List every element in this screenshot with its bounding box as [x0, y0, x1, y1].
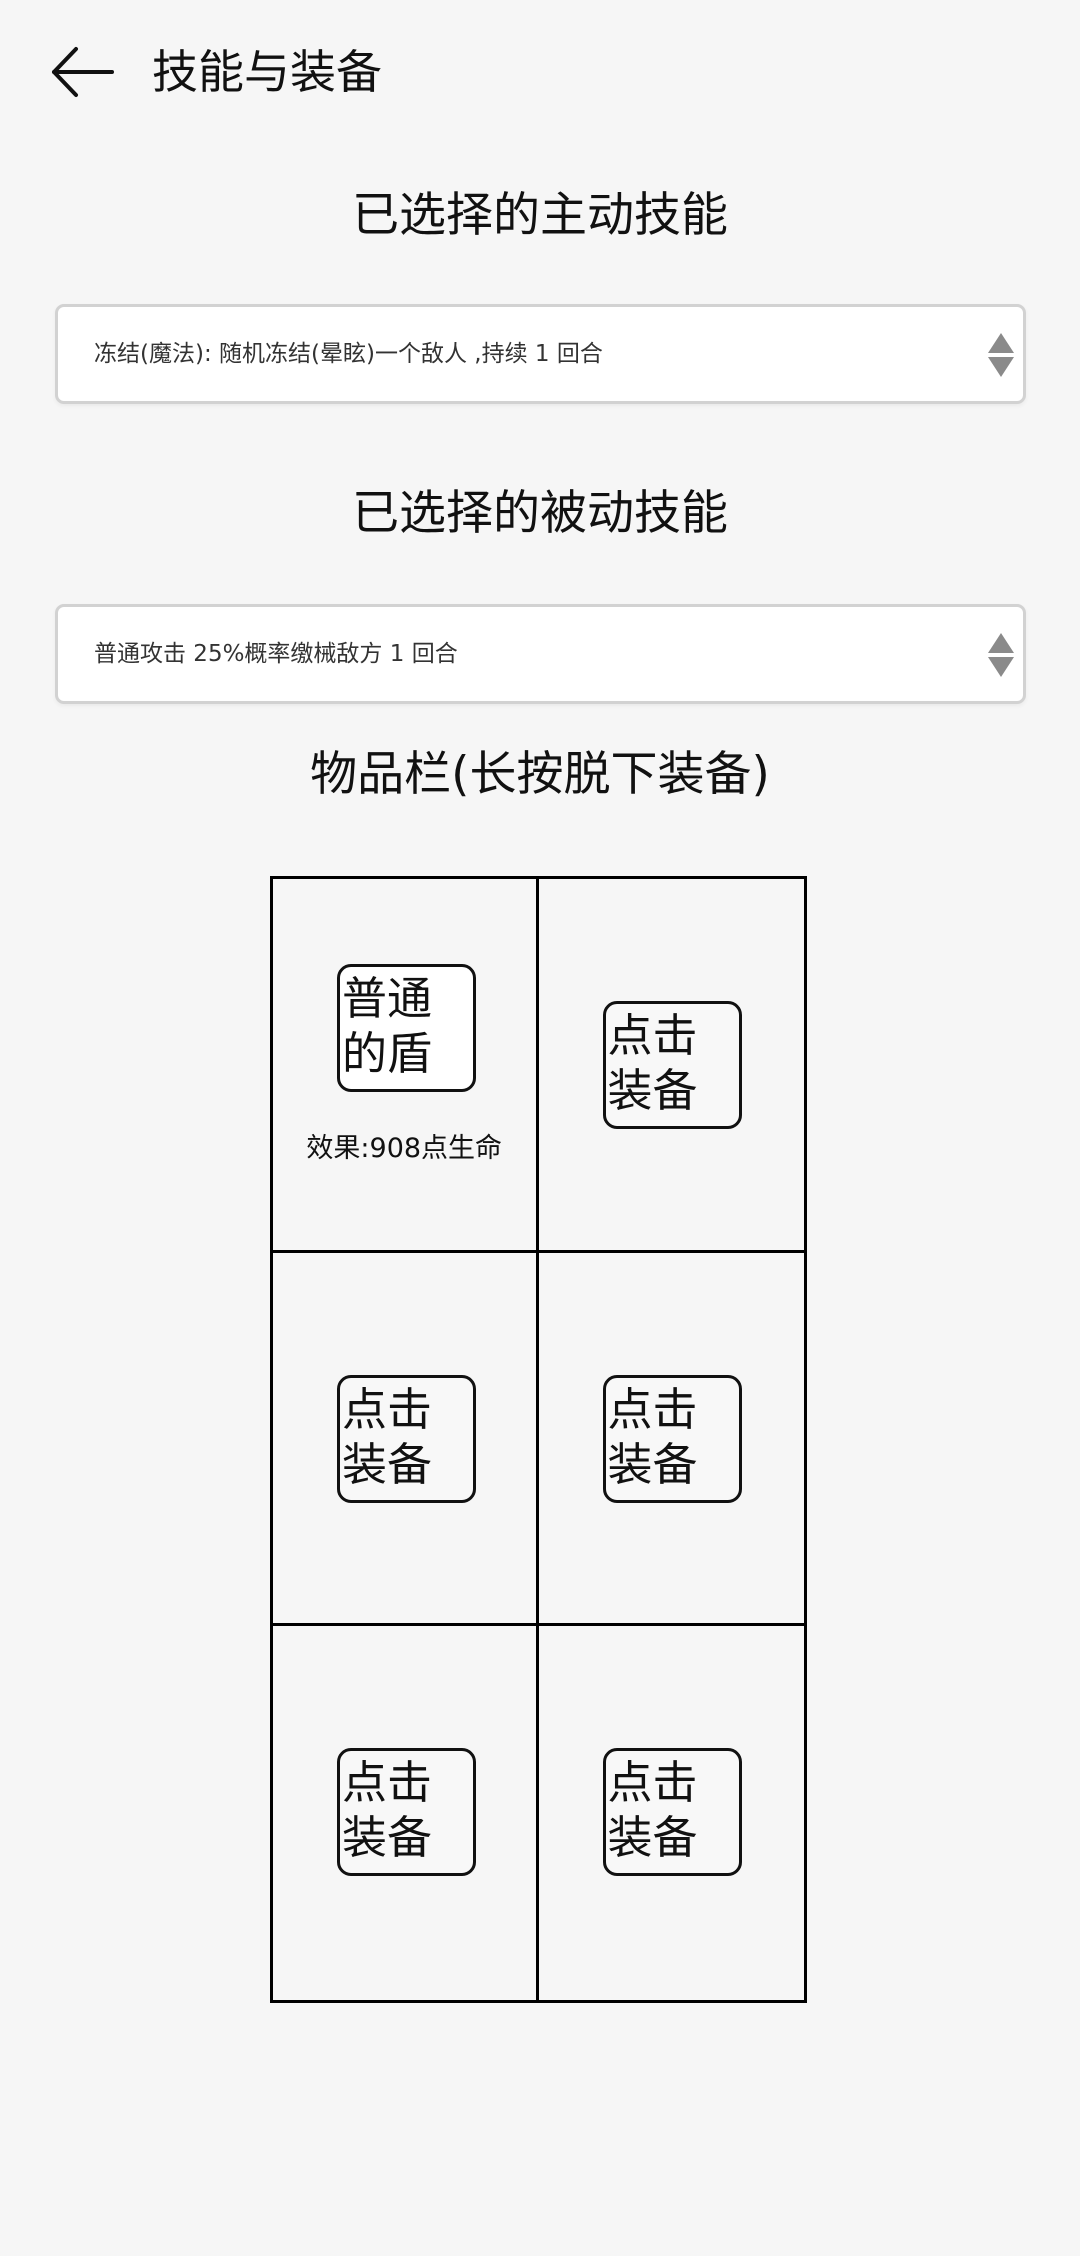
equipped-item-button[interactable]: 普通 的盾	[337, 964, 476, 1092]
equip-label-line-1: 点击	[342, 1382, 433, 1436]
passive-skill-heading: 已选择的被动技能	[352, 486, 728, 541]
equip-label-line-2: 装备	[607, 1811, 698, 1865]
inventory-slot-4: 点击 装备	[538, 1253, 804, 1627]
active-skill-selected-value: 冻结(魔法): 随机冻结(晕眩)一个敌人 ,持续 1 回合	[94, 341, 603, 367]
equip-slot-button[interactable]: 点击 装备	[337, 1748, 476, 1877]
equip-label-line-2: 装备	[342, 1811, 433, 1865]
equip-label-line-2: 装备	[607, 1064, 698, 1117]
inventory-slot-6: 点击 装备	[539, 1626, 805, 2000]
equip-label-line-1: 点击	[607, 1756, 698, 1810]
equip-label-line-2: 装备	[607, 1437, 698, 1491]
equip-label-line-1: 点击	[607, 1009, 698, 1062]
item-name-line-1: 普通	[342, 972, 433, 1025]
active-skill-heading: 已选择的主动技能	[352, 188, 728, 243]
inventory-slot-2: 点击 装备	[538, 879, 804, 1253]
equip-slot-button[interactable]: 点击 装备	[602, 1748, 742, 1877]
page-title: 技能与装备	[152, 45, 382, 99]
equip-slot-button[interactable]: 点击 装备	[602, 1374, 742, 1503]
item-name-line-2: 的盾	[342, 1027, 433, 1080]
up-down-triangle-icon	[988, 333, 1014, 377]
back-button[interactable]	[46, 42, 120, 102]
active-skill-select[interactable]: 冻结(魔法): 随机冻结(晕眩)一个敌人 ,持续 1 回合	[55, 304, 1026, 404]
item-effect-text: 效果:908点生命	[306, 1133, 503, 1164]
up-down-triangle-icon	[988, 633, 1014, 677]
passive-skill-select[interactable]: 普通攻击 25%概率缴械敌方 1 回合	[55, 604, 1026, 704]
inventory-slot-5: 点击 装备	[273, 1626, 539, 2000]
equip-label-line-2: 装备	[342, 1437, 433, 1491]
equip-label-line-1: 点击	[607, 1382, 698, 1436]
inventory-slot-3: 点击 装备	[273, 1252, 539, 1627]
passive-skill-selected-value: 普通攻击 25%概率缴械敌方 1 回合	[94, 641, 458, 667]
equip-label-line-1: 点击	[342, 1756, 433, 1810]
equip-slot-button[interactable]: 点击 装备	[337, 1374, 476, 1503]
equip-slot-button[interactable]: 点击 装备	[602, 1001, 742, 1129]
arrow-left-icon	[52, 47, 114, 97]
inventory-slot-1: 普通 的盾 效果:908点生命	[273, 879, 539, 1253]
inventory-heading: 物品栏(长按脱下装备)	[310, 747, 770, 802]
inventory-grid: 普通 的盾 效果:908点生命 点击 装备 点击 装备 点击 装备 点击 装备 …	[270, 876, 807, 2003]
